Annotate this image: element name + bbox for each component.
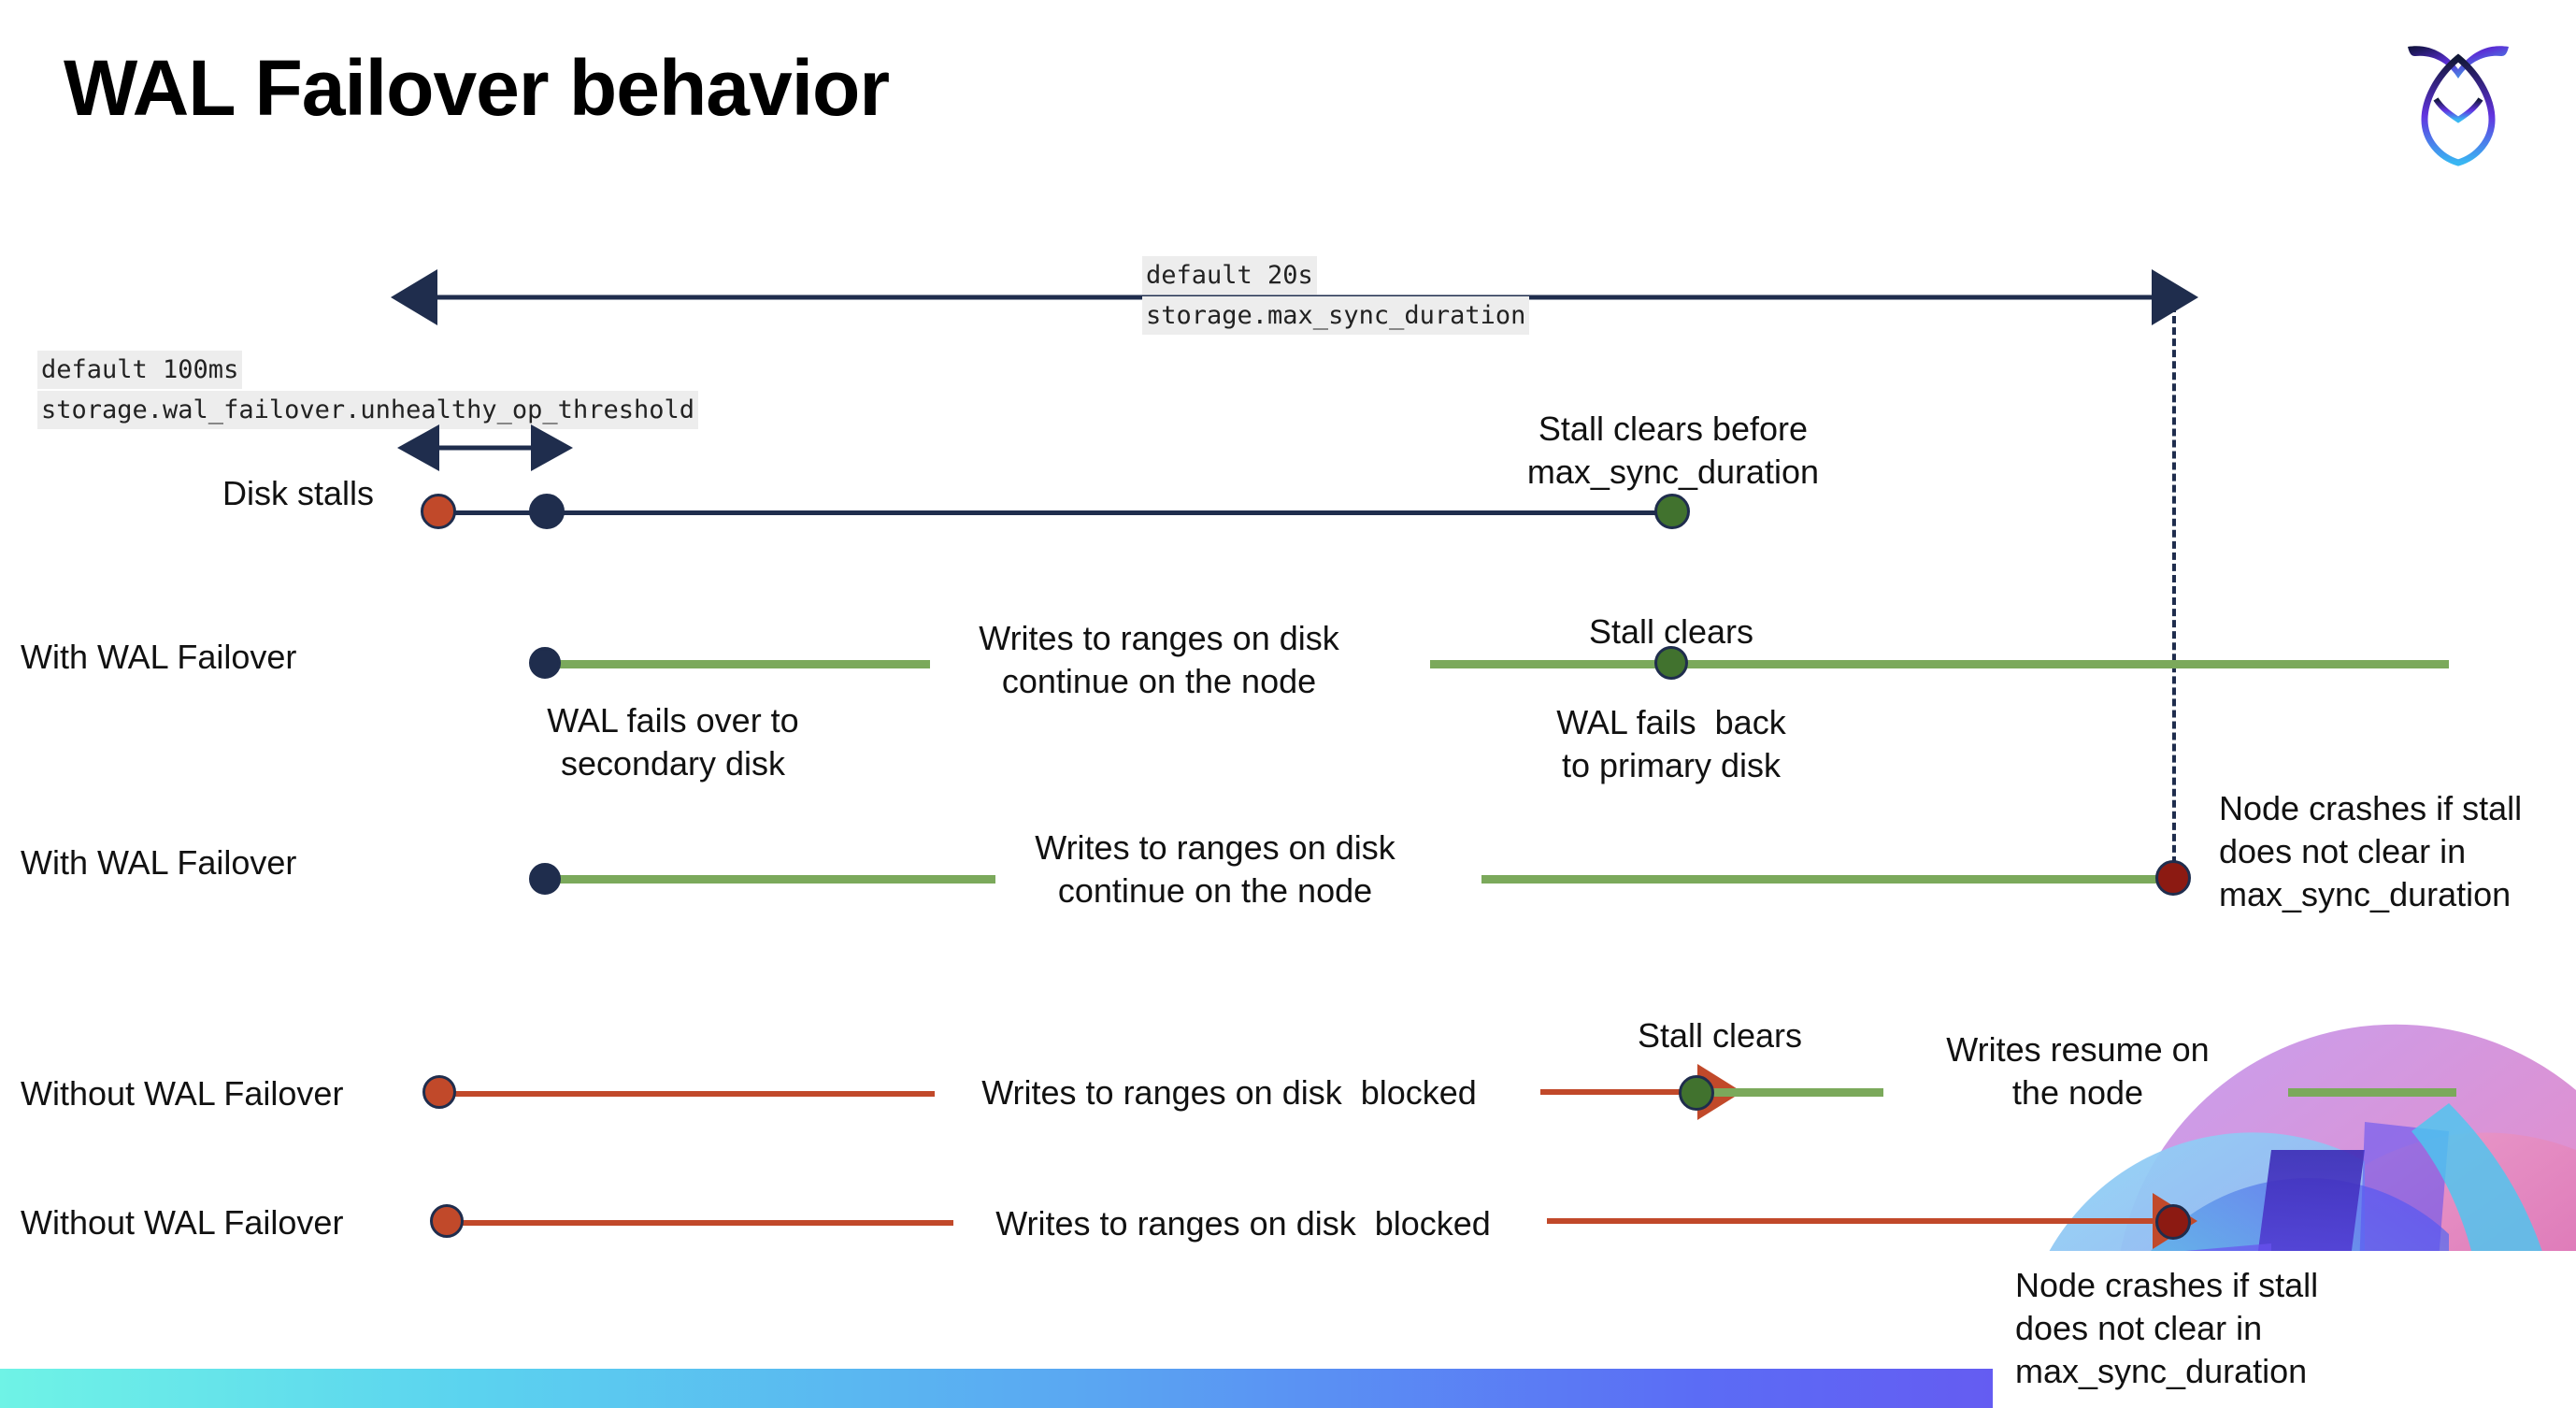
max-sync-default-chip: default 20s bbox=[1142, 256, 1317, 295]
disk-stall-start-dot bbox=[421, 494, 456, 529]
page-title: WAL Failover behavior bbox=[64, 44, 890, 132]
with-wal-failover-1-segment-a bbox=[547, 660, 930, 668]
note-node-crashes-1: Node crashes if stall does not clear in … bbox=[2219, 789, 2523, 914]
max-sync-setting-chip: storage.max_sync_duration bbox=[1142, 296, 1530, 336]
wal-failover-start-dot-2 bbox=[529, 863, 561, 895]
row-label-without-wal-failover-1: Without WAL Failover bbox=[21, 1074, 344, 1113]
stall-clear-dot-2 bbox=[1679, 1075, 1714, 1111]
without-wal-failover-2-stall-dot bbox=[430, 1204, 464, 1238]
unhealthy-threshold-arrow bbox=[397, 424, 573, 471]
note-writes-resume: Writes resume on the node bbox=[1946, 1030, 2210, 1113]
with-wal-failover-2-segment-b bbox=[1481, 875, 2173, 884]
without-wal-failover-1-blocked-a bbox=[439, 1091, 935, 1097]
unhealthy-threshold-setting-chip: storage.wal_failover.unhealthy_op_thresh… bbox=[37, 391, 698, 430]
with-wal-failover-1-segment-b bbox=[1430, 660, 2449, 668]
unhealthy-threshold-default-chip: default 100ms bbox=[37, 351, 243, 390]
without-wal-failover-1-blocked-arrow bbox=[1540, 1064, 1742, 1120]
disk-stalls-timeline bbox=[437, 510, 1671, 515]
note-stall-clears-1: Stall clears bbox=[1588, 612, 1754, 651]
without-wal-failover-1-resume-a bbox=[1710, 1088, 1883, 1097]
stall-clear-dot-1 bbox=[1654, 646, 1688, 680]
disk-stall-clear-dot bbox=[1654, 494, 1690, 529]
with-wal-failover-2-segment-a bbox=[547, 875, 995, 884]
max-sync-duration-dashed-guide bbox=[2172, 305, 2176, 875]
without-wal-failover-2-blocked-arrow bbox=[1547, 1193, 2197, 1249]
node-crashes-callout-box bbox=[1993, 1251, 2576, 1408]
note-writes-continue-1: Writes to ranges on disk continue on the… bbox=[979, 619, 1339, 701]
note-stall-clears-2: Stall clears bbox=[1637, 1016, 1803, 1055]
note-writes-blocked-2: Writes to ranges on disk blocked bbox=[995, 1204, 1491, 1243]
without-wal-failover-1-stall-dot bbox=[422, 1075, 456, 1109]
wal-failover-start-dot-1 bbox=[529, 647, 561, 679]
without-wal-failover-2-blocked-a bbox=[449, 1220, 953, 1226]
row-label-with-wal-failover-2: With WAL Failover bbox=[21, 843, 297, 882]
note-stall-clears-before: Stall clears before max_sync_duration bbox=[1526, 409, 1820, 492]
node-crash-dot-2 bbox=[2155, 1204, 2191, 1240]
note-node-crashes-2: Node crashes if stall does not clear in … bbox=[2015, 1266, 2319, 1391]
wal-failover-trigger-dot bbox=[529, 494, 565, 529]
row-label-disk-stalls: Disk stalls bbox=[222, 474, 375, 512]
cockroachdb-logo bbox=[2402, 30, 2514, 170]
without-wal-failover-1-resume-b bbox=[2288, 1088, 2456, 1097]
note-wal-fails-over: WAL fails over to secondary disk bbox=[547, 701, 799, 783]
note-writes-blocked-1: Writes to ranges on disk blocked bbox=[981, 1073, 1477, 1112]
row-label-without-wal-failover-2: Without WAL Failover bbox=[21, 1203, 344, 1242]
note-wal-fails-back: WAL fails back to primary disk bbox=[1556, 703, 1786, 785]
logo-icon bbox=[2408, 46, 2509, 166]
note-writes-continue-2: Writes to ranges on disk continue on the… bbox=[1035, 828, 1395, 911]
node-crash-dot-1 bbox=[2155, 860, 2191, 896]
row-label-with-wal-failover-1: With WAL Failover bbox=[21, 638, 297, 676]
